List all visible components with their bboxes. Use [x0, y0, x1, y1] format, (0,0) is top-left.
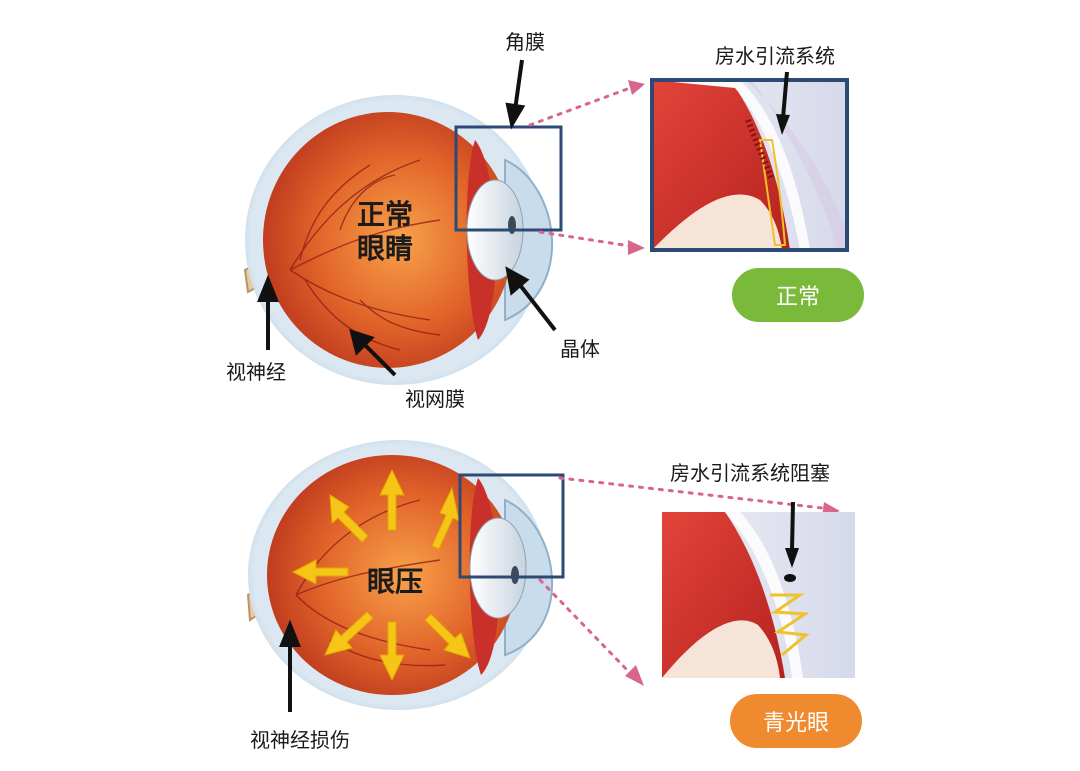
optic-nerve-damage-label: 视神经损伤 [250, 728, 350, 752]
retina-label: 视网膜 [405, 387, 465, 411]
normal-drainage-panel [650, 71, 849, 252]
drainage-blocked-label: 房水引流系统阻塞 [670, 461, 830, 485]
glaucoma-eye [246, 440, 553, 710]
glaucoma-zoom-frame [458, 473, 565, 579]
normal-eye-label-line1: 正常 [356, 198, 413, 231]
pressure-arrows [291, 468, 471, 682]
drainage-system-label: 房水引流系统 [715, 44, 835, 68]
normal-pointer-arrows [257, 59, 557, 377]
cornea-label: 角膜 [505, 30, 545, 54]
glaucoma-badge: 青光眼 [730, 694, 862, 748]
optic-nerve-label: 视神经 [226, 360, 286, 384]
normal-eye-label: 正常 眼睛 [345, 198, 425, 266]
normal-zoom-frame [454, 125, 563, 232]
normal-badge: 正常 [732, 268, 864, 322]
glaucoma-drainage-panel [662, 501, 855, 678]
glaucoma-eye-label: 眼压 [366, 565, 423, 598]
normal-dotted-arrows [528, 86, 632, 248]
glaucoma-dotted-arrows [538, 476, 824, 675]
normal-eye-label-line2: 眼睛 [356, 232, 413, 265]
lens-label: 晶体 [560, 337, 600, 361]
glaucoma-pointer-arrows [279, 619, 301, 712]
